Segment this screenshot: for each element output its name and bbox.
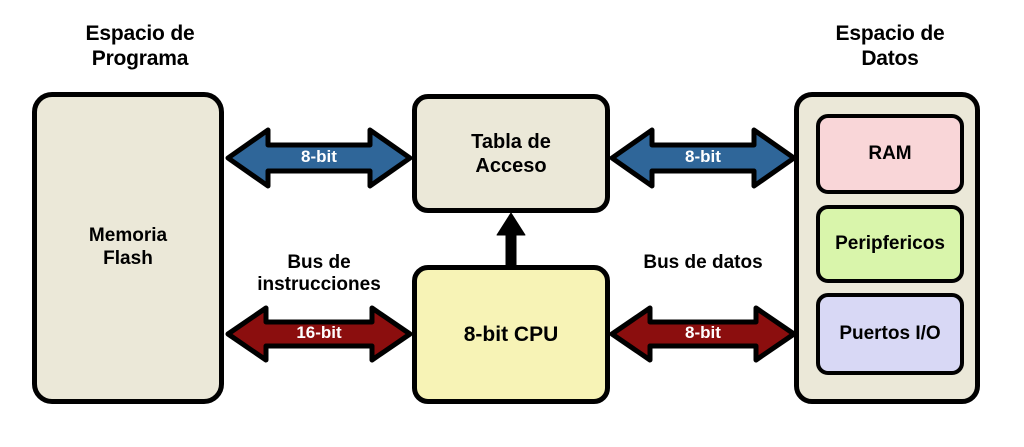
cpu-label: 8-bit CPU [463, 322, 559, 346]
puertos-io-label: Puertos I/O [839, 322, 941, 344]
bus-flash-to-table[interactable]: 8-bit [224, 124, 414, 192]
data-bus-name-line1: Bus de datos [643, 252, 763, 273]
program-space-caption: Espacio de Programa [32, 22, 248, 72]
bus-cpu-to-access-table[interactable] [495, 211, 527, 267]
memoria-flash-line2: Flash [103, 248, 153, 269]
data-space-caption-line2: Datos [861, 46, 919, 70]
program-space-caption-line2: Programa [91, 46, 189, 70]
memoria-flash-line1: Memoria [88, 225, 168, 247]
block-perifericos[interactable]: Peripfericos [816, 205, 964, 283]
instruction-bus-name: Bus de instrucciones [214, 252, 424, 296]
tabla-de-acceso-line2: Acceso [475, 154, 547, 177]
up-arrow-icon [496, 212, 526, 267]
tabla-de-acceso-line1: Tabla de [471, 130, 551, 153]
bus-flash-to-table-arrow-icon [225, 127, 413, 189]
bus-instruction-arrow-icon [225, 305, 413, 363]
tabla-de-acceso-text: Tabla de Acceso [471, 130, 551, 178]
data-space-caption: Espacio de Datos [782, 22, 998, 72]
ram-label: RAM [868, 142, 912, 164]
block-espacio-de-datos[interactable]: RAM Peripfericos Puertos I/O [794, 92, 980, 404]
bus-data-arrow-icon [609, 305, 797, 363]
memoria-flash-text: Memoria Flash [89, 225, 167, 271]
block-tabla-de-acceso[interactable]: Tabla de Acceso [412, 94, 610, 213]
data-space-caption-line1: Espacio de [835, 22, 945, 45]
block-ram[interactable]: RAM [816, 114, 964, 194]
bus-data[interactable]: 8-bit [608, 303, 798, 365]
block-puertos-io[interactable]: Puertos I/O [816, 293, 964, 375]
data-bus-name: Bus de datos [608, 252, 798, 274]
instruction-bus-name-line1: Bus de [287, 252, 351, 273]
instruction-bus-name-line2: instrucciones [257, 273, 381, 295]
bus-table-to-dataspace-arrow-icon [609, 127, 797, 189]
program-space-caption-line1: Espacio de [85, 22, 195, 45]
block-cpu[interactable]: 8-bit CPU [412, 265, 610, 404]
perifericos-label: Peripfericos [835, 232, 945, 254]
bus-instruction[interactable]: 16-bit [224, 303, 414, 365]
bus-table-to-dataspace[interactable]: 8-bit [608, 124, 798, 192]
block-memoria-flash[interactable]: Memoria Flash [32, 92, 224, 404]
